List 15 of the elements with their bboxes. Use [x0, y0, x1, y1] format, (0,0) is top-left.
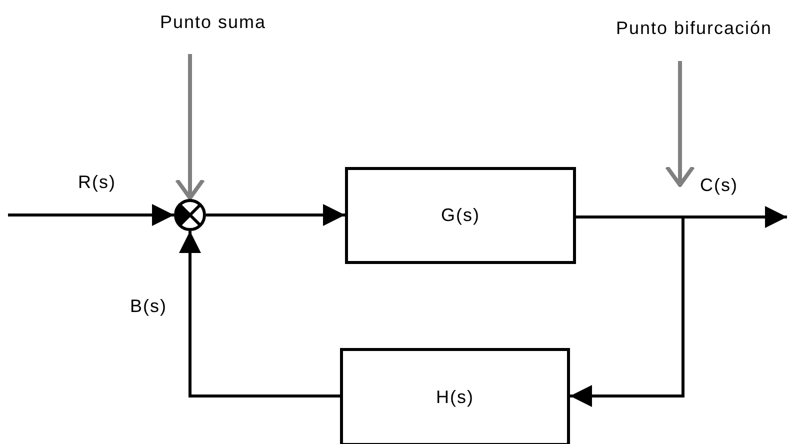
signal-arrow [206, 204, 345, 226]
signal-label: R(s) [78, 172, 116, 193]
leader-arrow [665, 61, 695, 187]
signal-label: C(s) [700, 175, 738, 196]
feedback-block [340, 348, 570, 444]
annotation-text: Punto bifurcación [616, 18, 772, 38]
signal-arrow [179, 231, 340, 398]
block-label: H(s) [436, 386, 474, 408]
signal-arrow [8, 204, 174, 226]
signal-label: B(s) [130, 296, 167, 317]
signal-arrow [570, 216, 684, 407]
transfer-function-block [345, 167, 576, 264]
leader-arrow [175, 54, 205, 200]
block-label: G(s) [441, 205, 480, 226]
annotation-text: Punto suma [160, 12, 266, 32]
